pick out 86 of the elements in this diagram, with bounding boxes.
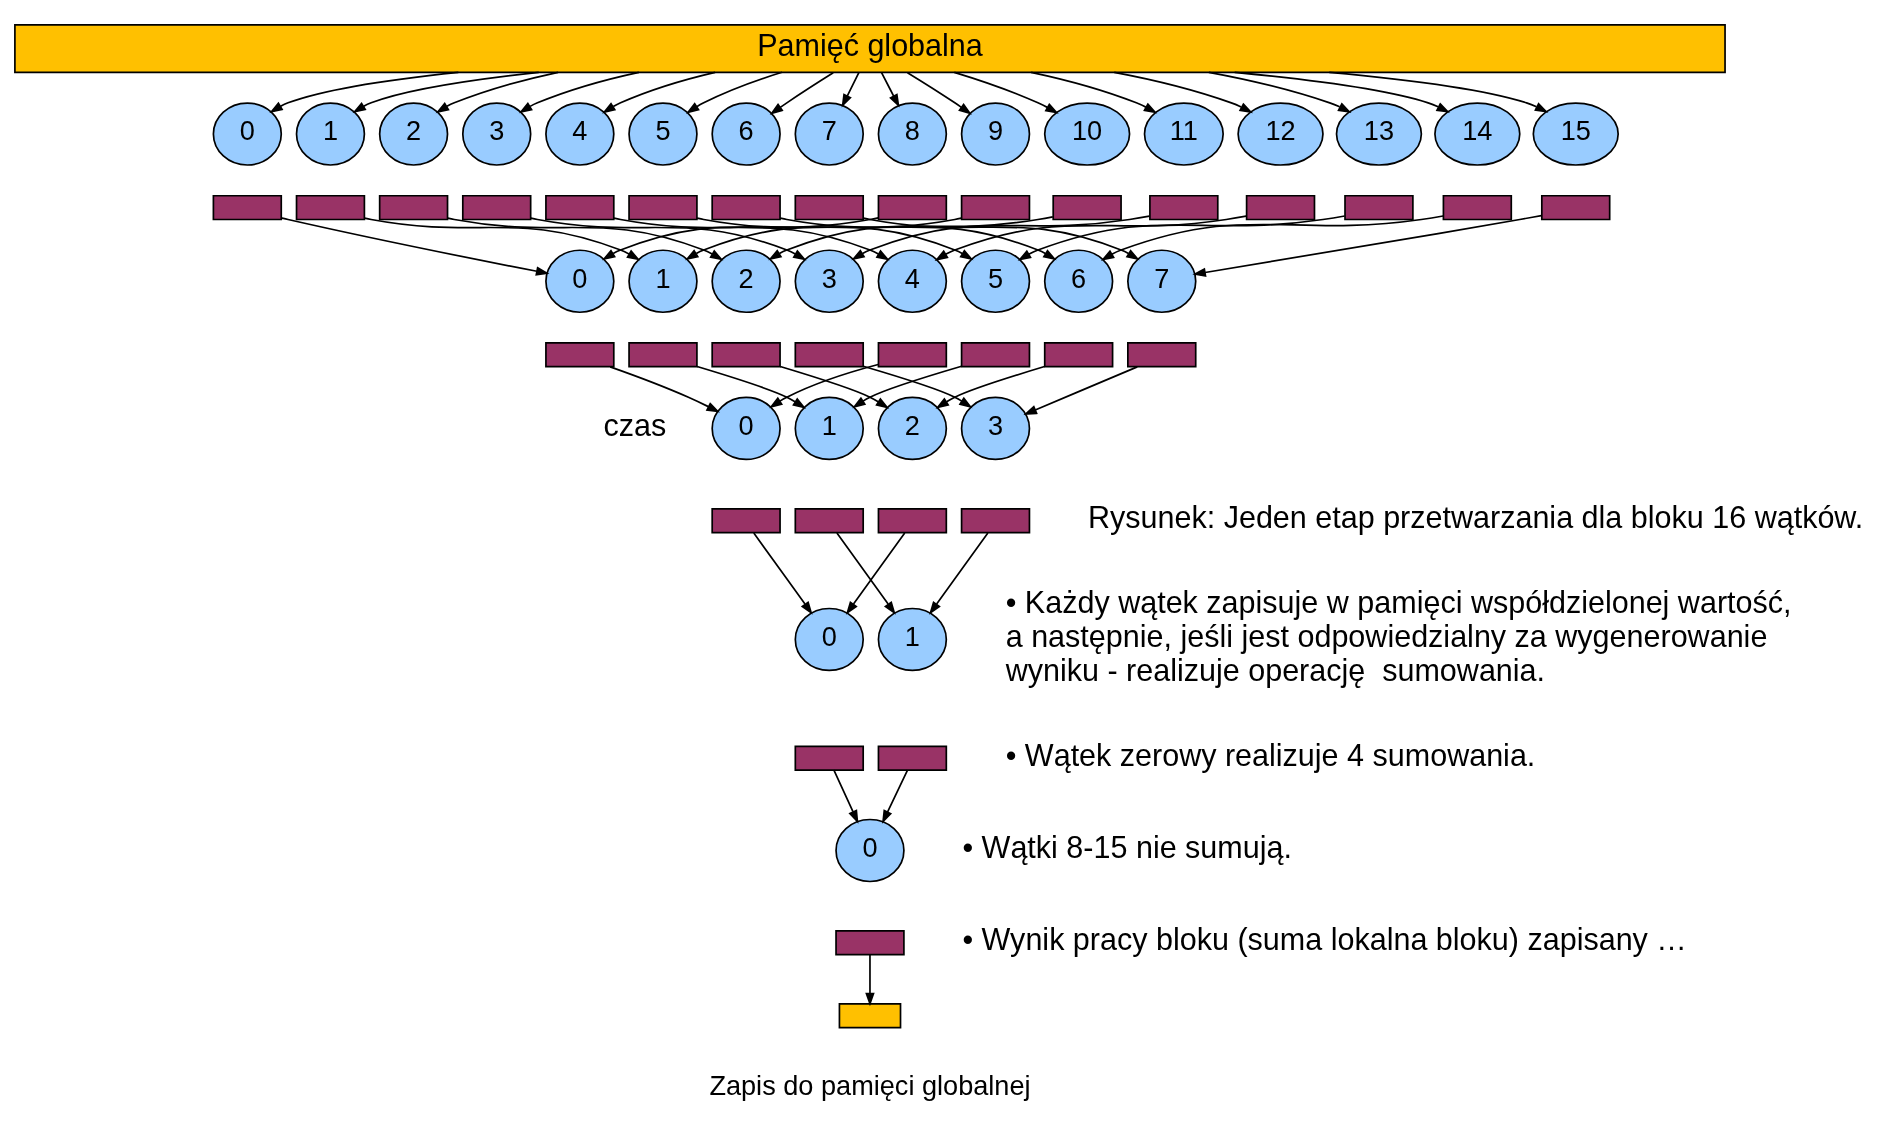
arrow [1030,71,1158,114]
node-box [378,194,449,221]
node-box [960,194,1031,221]
node-circle: 7 [794,102,865,166]
node-label: Zapis do pamięci globalnej [709,1070,1031,1102]
node-box [711,342,781,368]
arrow [1017,215,1346,261]
arrow [935,365,1046,409]
node-box [838,1003,902,1029]
node-circle: 1 [877,607,948,672]
node-box [545,342,615,368]
node-box [295,194,366,221]
arrow [352,71,540,114]
node-box [1442,194,1513,221]
node-box [877,194,948,221]
node-box [877,342,948,368]
node-box [877,508,948,534]
node-box [794,342,865,368]
arrow [1328,71,1549,113]
node-circle: 0 [794,607,865,672]
arrow [953,71,1059,114]
node-box [628,342,698,368]
arrow [769,71,835,115]
arrow [1233,71,1450,113]
node-box [212,194,283,221]
arrow [1208,71,1352,113]
arrow [1023,366,1139,415]
arrow [880,71,900,108]
label: • Każdy wątek zapisuje w pamięci współdzielonej wartość, a następnie, jeśli jest odpowiedzialny za wygenerowanie wyniku - realizuje operację sumowania. [1005,585,1792,687]
arrow [696,365,807,409]
arrow [602,71,716,114]
label: • Wątek zerowy realizuje 4 sumowania. [1005,737,1536,772]
arrow [845,532,906,615]
node-box [628,194,698,221]
label: czas [603,407,667,442]
arrow [435,71,559,114]
arrow [685,71,783,114]
node-box [711,194,781,221]
node-box [1043,342,1114,368]
arrow [862,365,973,409]
node-box [1540,194,1611,221]
arrow [929,532,989,615]
arrow [1113,71,1254,114]
node-box [835,930,905,956]
arrow [518,71,640,114]
label: Rysunek: Jeden etap przetwarzania dla bloku 16 wątków. [1087,500,1864,535]
node-box [960,508,1031,534]
node-box [1245,194,1316,221]
arrow [865,953,875,1007]
arrow [446,217,724,261]
node-box [794,508,865,534]
arrow [752,532,813,615]
arrow [1100,215,1444,261]
node-box [711,508,781,534]
arrow [609,366,720,413]
arrow [841,71,860,108]
node-circle: 0 [711,396,781,461]
arrow [833,769,859,824]
node-box [545,194,615,221]
node-box [794,194,865,221]
node-box: Pamięć globalna [14,23,1726,74]
arrow [836,532,896,615]
label: • Wynik pracy bloku (suma lokalna bloku) zapisany … [962,922,1687,957]
node-box [461,194,532,221]
node-box [1127,342,1197,368]
arrow [769,363,880,409]
arrow [779,365,890,409]
node-circle: 8 [877,102,948,166]
arrow [882,769,909,824]
arrow [363,217,641,261]
node-circle: 6 [711,102,781,166]
node-box [960,342,1031,368]
node-box [1052,194,1122,221]
arrow [852,365,963,409]
arrow [934,215,1247,261]
arrow [530,217,807,261]
node-box [877,745,948,771]
arrow [906,71,972,115]
node-box [794,745,865,771]
node-box [1149,194,1219,221]
label: • Wątki 8-15 nie sumują. [962,829,1292,864]
arrow [269,71,460,113]
arrow [1192,214,1543,278]
node-circle: 0 [835,818,905,883]
node-box [1344,194,1414,221]
arrow [280,217,550,276]
